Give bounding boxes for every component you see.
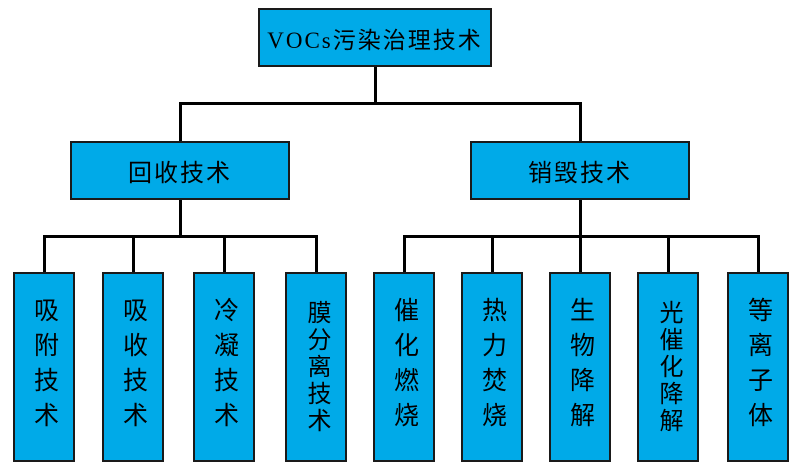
connector-leaf8-drop — [666, 235, 670, 272]
connector-leaf4-drop — [314, 235, 318, 272]
leaf-biodegradation: 生物降解 — [549, 272, 611, 462]
leaf-thermal-incineration: 热力焚烧 — [461, 272, 523, 462]
leaf-adsorption-label: 吸附技术 — [30, 297, 58, 437]
connector-left-branch-down — [178, 200, 182, 238]
leaf-plasma-label: 等离子体 — [744, 297, 772, 437]
leaf-photocatalytic-degradation-label: 光催化降解 — [655, 299, 681, 435]
connector-top-horizontal — [178, 102, 582, 105]
leaf-catalytic-combustion: 催化燃烧 — [373, 272, 435, 462]
connector-leaf3-drop — [222, 235, 226, 272]
node-root-label: VOCs污染治理技术 — [267, 27, 483, 53]
node-root: VOCs污染治理技术 — [258, 8, 492, 67]
connector-left-horizontal — [42, 235, 318, 238]
leaf-condensation: 冷凝技术 — [193, 272, 255, 462]
leaf-biodegradation-label: 生物降解 — [566, 297, 594, 437]
connector-leaf6-drop — [490, 235, 494, 272]
leaf-membrane-separation: 膜分离技术 — [285, 272, 347, 462]
node-destruction-tech-label: 销毁技术 — [528, 161, 632, 187]
connector-leaf1-drop — [42, 235, 46, 272]
leaf-photocatalytic-degradation: 光催化降解 — [637, 272, 699, 462]
node-destruction-tech: 销毁技术 — [470, 141, 690, 200]
connector-leaf5-drop — [402, 235, 406, 272]
connector-left-branch-up — [178, 102, 182, 141]
leaf-membrane-separation-label: 膜分离技术 — [303, 299, 329, 435]
leaf-plasma: 等离子体 — [727, 272, 789, 462]
connector-leaf2-drop — [131, 235, 135, 272]
connector-root-down — [373, 67, 377, 105]
leaf-adsorption: 吸附技术 — [13, 272, 75, 462]
connector-right-branch-up — [578, 102, 582, 141]
leaf-thermal-incineration-label: 热力焚烧 — [478, 297, 506, 437]
leaf-absorption-label: 吸收技术 — [119, 297, 147, 437]
leaf-catalytic-combustion-label: 催化燃烧 — [390, 297, 418, 437]
leaf-condensation-label: 冷凝技术 — [210, 297, 238, 437]
node-recovery-tech-label: 回收技术 — [128, 161, 232, 187]
connector-leaf7-drop — [578, 235, 582, 272]
leaf-absorption: 吸收技术 — [102, 272, 164, 462]
node-recovery-tech: 回收技术 — [70, 141, 290, 200]
connector-right-branch-down — [578, 200, 582, 238]
connector-leaf9-drop — [756, 235, 760, 272]
